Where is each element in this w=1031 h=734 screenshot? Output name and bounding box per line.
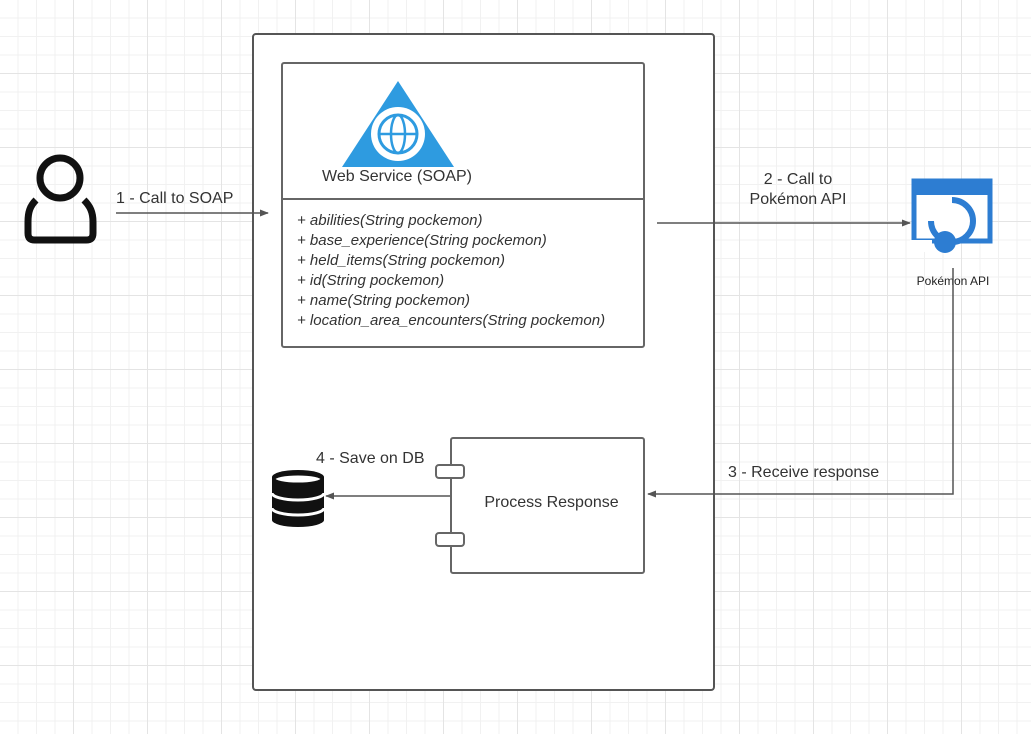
method-item: + id(String pockemon) [297, 272, 445, 289]
web-service-class-box[interactable] [281, 62, 645, 348]
connector-receive-response [647, 268, 954, 498]
component-port-top [435, 464, 465, 479]
method-item: + abilities(String pockemon) [297, 212, 483, 229]
web-service-title: Web Service (SOAP) [322, 168, 472, 185]
method-item: + held_items(String pockemon) [297, 252, 506, 269]
process-response-label: Process Response [484, 494, 619, 511]
edge-label-call-api-line1: 2 - Call to [763, 171, 833, 188]
process-response-component[interactable] [450, 437, 645, 574]
method-item: + name(String pockemon) [297, 292, 470, 309]
edge-label-receive: 3 - Receive response [728, 464, 880, 481]
edge-label-save-db: 4 - Save on DB [316, 450, 425, 467]
method-item: + base_experience(String pockemon) [297, 232, 547, 249]
browser-api-icon [910, 178, 993, 253]
database-icon [270, 470, 326, 527]
method-list: + abilities(String pockemon) + base_expe… [297, 211, 605, 331]
edge-label-call-api: 2 - Call to Pokémon API [744, 170, 852, 210]
edge-label-call-api-line2: Pokémon API [749, 191, 847, 208]
component-port-bottom [435, 532, 465, 547]
user-icon [24, 154, 97, 244]
method-item: + location_area_encounters(String pockem… [297, 312, 606, 329]
web-service-icon [342, 81, 454, 167]
edge-label-call-soap: 1 - Call to SOAP [116, 190, 234, 207]
class-divider [283, 198, 643, 200]
